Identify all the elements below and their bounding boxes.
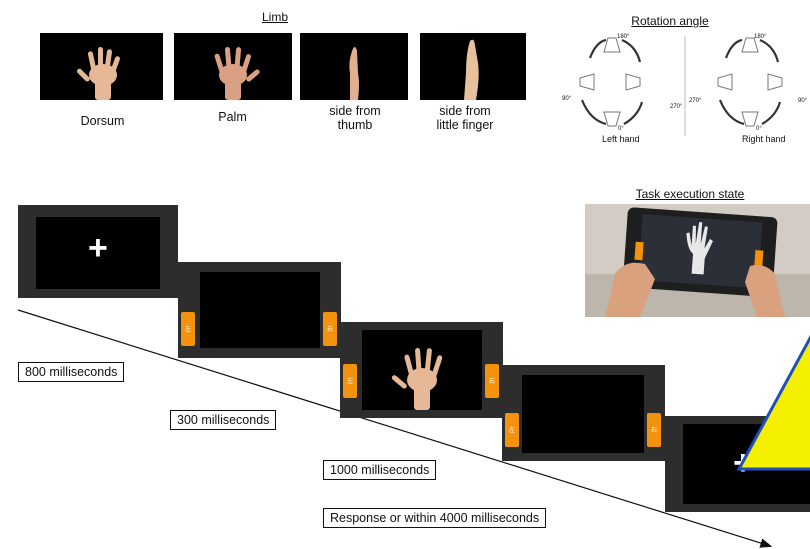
caption-palm: Palm [218,110,247,124]
right-hand-label: Right hand [742,134,786,144]
tablet-blank-1: 左 右 [178,262,341,358]
angle-270-right: 270° [689,98,702,104]
duration-fixation: 800 milliseconds [18,362,125,382]
right-response-button[interactable]: 右 [323,312,337,346]
left-response-button[interactable]: 左 [181,312,195,346]
task-title: Task execution state [635,187,745,201]
tablet-screen [522,375,644,453]
tablet-screen [200,272,320,348]
angle-90-left: 90° [562,96,572,102]
angle-270-left: 270° [670,104,683,110]
duration-response: Response or within 4000 milliseconds [323,508,547,528]
angle-90-right: 90° [798,98,808,104]
left-response-button[interactable]: 左 [505,413,519,447]
tablet-stimulus: 左 右 [340,322,503,418]
left-hand-label: Left hand [602,134,640,144]
limb-title: Limb [261,10,288,24]
tablet-screen: + [36,217,160,289]
angle-0-left: 0° [618,126,624,132]
hand-stimulus-image [391,348,443,410]
task-photo [585,204,810,317]
tablet-fixation-1: + [18,205,178,298]
angle-180-right: 180° [754,34,767,40]
right-response-button[interactable]: 右 [485,364,499,398]
duration-blank: 300 milliseconds [170,410,277,430]
right-response-button[interactable]: 右 [647,413,661,447]
rotation-title: Rotation angle [631,14,709,28]
warning-triangle-icon [736,335,810,471]
tablet-screen [362,330,482,410]
angle-0-right: 0° [756,126,762,132]
caption-side-little-finger: side from little finger [436,104,494,132]
caption-dorsum: Dorsum [80,114,125,128]
palm-image [174,33,292,100]
angle-180-left: 180° [617,34,630,40]
left-response-button[interactable]: 左 [343,364,357,398]
duration-stimulus: 1000 milliseconds [323,460,437,480]
side-thumb-image [300,33,408,100]
side-little-finger-image [420,33,526,100]
tablet-blank-2: 左 右 [502,365,665,461]
rotation-diagram: 180° 90° 270° 0° 180° 270° 90° 0° Left h… [560,28,810,148]
dorsum-image [40,33,163,100]
fixation-cross: + [88,229,108,267]
caption-side-thumb: side from thumb [329,104,381,132]
